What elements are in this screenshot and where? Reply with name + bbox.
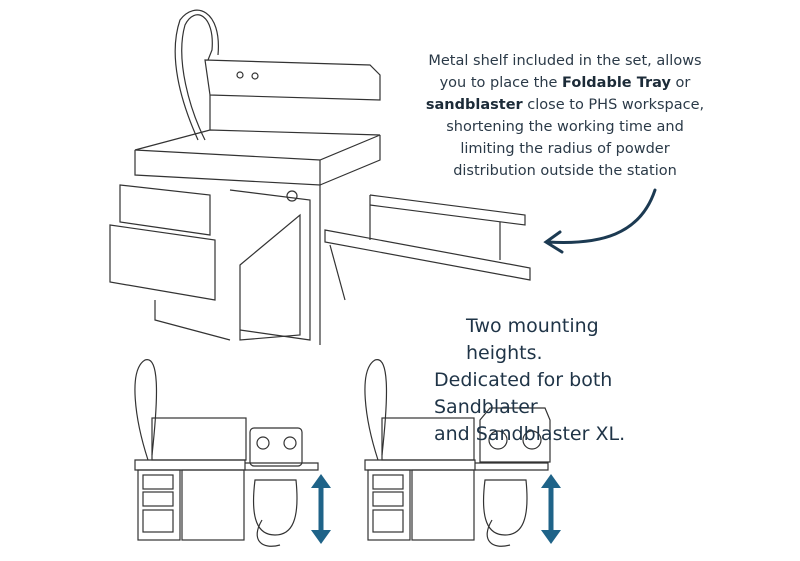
- desc-bold-sandblaster: sandblaster: [425, 97, 523, 113]
- station-high-mount-drawing: [364, 359, 551, 547]
- shelf-pointer-arrow: [543, 188, 657, 254]
- heights-line-3: and Sandblaster XL.: [434, 423, 626, 445]
- station-main-drawing: [109, 9, 531, 345]
- heights-line-2: Dedicated for both Sandblater: [434, 369, 613, 418]
- desc-text-1: Metal shelf included in the set, allows …: [428, 53, 702, 91]
- desc-text-2: or: [670, 75, 691, 91]
- mounting-heights-note: Two mounting heights. Dedicated for both…: [420, 313, 665, 448]
- heights-line-1: Two mounting heights.: [466, 315, 599, 364]
- desc-bold-foldable-tray: Foldable Tray: [562, 75, 671, 91]
- station-low-mount-drawing: [134, 359, 319, 547]
- shelf-description: Metal shelf included in the set, allows …: [420, 50, 710, 182]
- height-adjust-arrow-2: [541, 474, 561, 544]
- height-adjust-arrow-1: [311, 474, 331, 544]
- desc-text-3: close to PHS workspace, shortening the w…: [446, 97, 705, 179]
